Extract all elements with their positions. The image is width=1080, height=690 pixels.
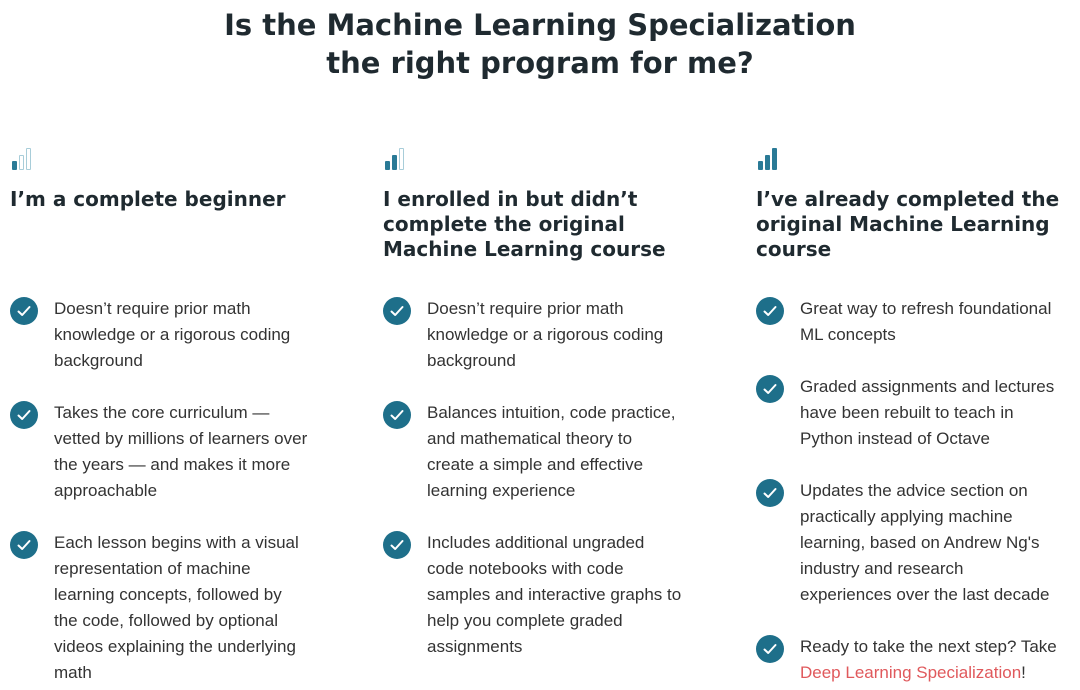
page-title: Is the Machine Learning Specialization t… (0, 6, 1080, 82)
benefit-list: Great way to refresh foundational ML con… (756, 296, 1080, 690)
list-item: Updates the advice section on practicall… (756, 478, 1080, 608)
list-item: Graded assignments and lectures have bee… (756, 374, 1080, 452)
column-completed: I’ve already completed the original Mach… (756, 146, 1080, 682)
column-enrolled: I enrolled in but didn’t complete the or… (383, 146, 723, 656)
list-item-text: Doesn’t require prior math knowledge or … (427, 299, 664, 370)
check-circle-icon (756, 375, 784, 403)
column-title: I’ve already completed the original Mach… (756, 187, 1080, 287)
list-item: Doesn’t require prior math knowledge or … (383, 296, 723, 374)
list-item: Doesn’t require prior math knowledge or … (10, 296, 350, 374)
benefit-list: Doesn’t require prior math knowledge or … (383, 296, 723, 686)
list-item: Balances intuition, code practice, and m… (383, 400, 723, 504)
level-bars-1-icon (12, 146, 350, 170)
check-circle-icon (383, 297, 411, 325)
check-circle-icon (383, 401, 411, 429)
column-title-line: Machine Learning course (383, 237, 666, 261)
column-title-line: I’ve already completed the (756, 187, 1060, 211)
list-item: Ready to take the next step? Take Deep L… (756, 634, 1080, 686)
benefit-list: Doesn’t require prior math knowledge or … (10, 296, 350, 690)
column-title-line: complete the original (383, 212, 625, 236)
check-circle-icon (10, 297, 38, 325)
list-item-text: Updates the advice section on practicall… (800, 481, 1050, 604)
check-circle-icon (756, 297, 784, 325)
list-item: Great way to refresh foundational ML con… (756, 296, 1080, 348)
list-item-text: Takes the core curriculum — vetted by mi… (54, 403, 308, 500)
check-circle-icon (756, 635, 784, 663)
column-title-line: original Machine Learning (756, 212, 1050, 236)
list-item-text: Each lesson begins with a visual represe… (54, 533, 299, 682)
page-title-line-1: Is the Machine Learning Specialization (224, 8, 856, 42)
list-item-text: Balances intuition, code practice, and m… (427, 403, 676, 500)
column-title-line: course (756, 237, 832, 261)
list-item-text: Ready to take the next step? Take Deep L… (800, 637, 1057, 682)
column-title-line: I enrolled in but didn’t (383, 187, 638, 211)
list-item-text: Doesn’t require prior math knowledge or … (54, 299, 291, 370)
column-title-line: I’m a complete beginner (10, 187, 286, 211)
list-item: Takes the core curriculum — vetted by mi… (10, 400, 350, 504)
list-item-text: Includes additional ungraded code notebo… (427, 533, 682, 656)
level-bars-2-icon (385, 146, 723, 170)
deep-learning-specialization-link[interactable]: Deep Learning Specialization (800, 663, 1022, 682)
column-title: I’m a complete beginner (10, 187, 350, 287)
list-item: Includes additional ungraded code notebo… (383, 530, 723, 660)
check-circle-icon (756, 479, 784, 507)
check-circle-icon (383, 531, 411, 559)
level-bars-3-icon (758, 146, 1080, 170)
column-title: I enrolled in but didn’t complete the or… (383, 187, 723, 287)
page-title-line-2: the right program for me? (326, 46, 754, 80)
list-item: Each lesson begins with a visual represe… (10, 530, 350, 686)
list-item-text: Graded assignments and lectures have bee… (800, 377, 1055, 448)
check-circle-icon (10, 401, 38, 429)
column-beginner: I’m a complete beginner Doesn’t require … (10, 146, 350, 682)
check-circle-icon (10, 531, 38, 559)
list-item-text: Great way to refresh foundational ML con… (800, 299, 1052, 344)
